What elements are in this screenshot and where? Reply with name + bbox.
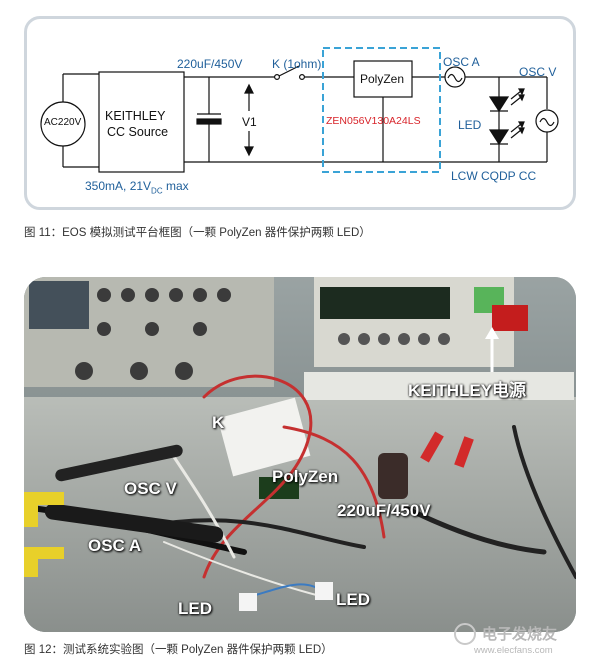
photo-label-osc-a: OSC A [88,536,142,555]
figure12-caption: 图 12：测试系统实验图（一颗 PolyZen 器件保护两颗 LED） [24,644,333,656]
keithley-label-line1: KEITHLEY [105,109,166,123]
figure11-caption: 图 11：EOS 模拟测试平台框图（一颗 PolyZen 器件保护两颗 LED） [24,227,371,239]
polyzen-box-label: PolyZen [360,72,405,86]
photo-label-k: K [212,413,225,432]
test-setup-photo: K PolyZen OSC V OSC A 220uF/450V KEITHLE… [24,277,576,632]
photo-label-capacitor: 220uF/450V [337,501,431,520]
capacitor-label: 220uF/450V [177,57,243,71]
circuit-wires [40,47,559,173]
keithley-label-line2: CC Source [107,125,169,139]
switch-label: K (1ohm) [272,57,322,71]
circuit-diagram-panel: AC220V KEITHLEY CC Source 220uF/450V K (… [24,16,576,210]
photo-illustration [24,277,576,632]
photo-label-keithley: KEITHLEY电源 [408,381,527,400]
led-model-label: LCW CQDP CC [451,169,537,183]
watermark-url: www.elecfans.com [474,645,553,656]
watermark-cn: 电子发烧友 [482,626,558,643]
photo-label-polyzen: PolyZen [272,467,339,486]
photo-label-led-2: LED [336,590,370,609]
part-number-label: ZEN056V130A24LS [326,115,421,127]
osc-a-label: OSC A [443,55,480,69]
photo-label-osc-v: OSC V [124,479,177,498]
watermark-logo: 电子发烧友 www.elecfans.com [454,621,574,661]
ac-source-label: AC220V [44,117,82,128]
spec-label: 350mA, 21VDC max [85,179,189,196]
polyzen-dashed-box [322,47,441,173]
voltage-label: V1 [242,115,257,129]
photo-label-led-1: LED [178,599,212,618]
keithley-box [98,71,185,173]
watermark-icon [454,623,476,645]
osc-v-label: OSC V [519,65,557,79]
led-label: LED [458,118,482,132]
